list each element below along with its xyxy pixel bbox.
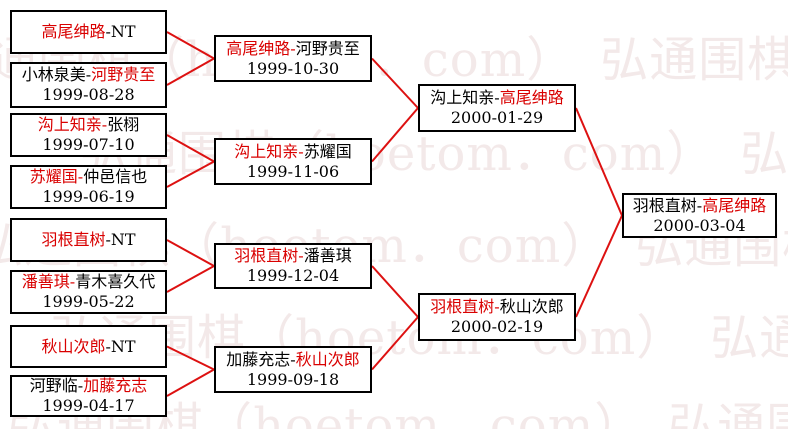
match-date: 1999-11-06 xyxy=(246,161,340,181)
bracket-connector-line xyxy=(371,316,419,371)
player-name: 加藤充志- xyxy=(226,349,296,369)
bracket-connector-line xyxy=(166,239,215,267)
winner-name: 沟上知亲- xyxy=(37,115,108,134)
match-date: 1999-12-04 xyxy=(246,266,340,285)
match-players: 苏耀国-仲邑信也 xyxy=(30,167,147,187)
winner-name: 苏耀国- xyxy=(29,167,84,186)
bracket-connector-line xyxy=(575,107,623,216)
winner-name: 羽根直树- xyxy=(234,246,304,265)
match-date: 2000-01-29 xyxy=(450,108,544,127)
player-name: 仲邑信也 xyxy=(83,167,148,186)
player-name: 潘善琪 xyxy=(303,246,352,265)
winner-name: 高尾绅路 xyxy=(499,88,564,107)
bracket-connector-line xyxy=(166,31,215,60)
bracket-connector-line xyxy=(166,345,215,371)
match-box-r1s1: 高尾绅路-NT xyxy=(10,10,167,54)
match-players: 潘善琪-青木喜久代 xyxy=(22,272,155,292)
player-name: 沟上知亲- xyxy=(430,88,500,107)
player-name: 河野临- xyxy=(29,376,84,395)
match-players: 羽根直树-潘善琪 xyxy=(234,246,351,266)
bracket-connector-line xyxy=(166,368,215,397)
bracket-connector-line xyxy=(371,107,419,163)
player-name: -NT xyxy=(105,22,136,41)
match-date: 1999-10-30 xyxy=(246,58,340,78)
bracket-connector-line xyxy=(371,265,419,318)
match-date: 2000-03-04 xyxy=(653,215,746,235)
match-date: 1999-04-17 xyxy=(42,396,135,415)
winner-name: 高尾绅路 xyxy=(41,22,106,41)
match-players: 秋山次郎-NT xyxy=(41,337,135,357)
match-date: 1999-07-10 xyxy=(42,135,135,154)
player-name: 小林泉美- xyxy=(21,65,92,84)
bracket-connector-line xyxy=(166,57,215,86)
player-name: 苏耀国 xyxy=(303,141,352,161)
match-box-r1s7: 秋山次郎-NT xyxy=(10,325,167,368)
match-date: 1999-06-19 xyxy=(42,187,135,206)
bracket-connector-line xyxy=(166,265,215,293)
match-players: 羽根直树-秋山次郎 xyxy=(430,297,563,317)
winner-name: 秋山次郎 xyxy=(41,336,106,356)
match-date: 1999-09-18 xyxy=(246,369,340,389)
bracket-connector-line xyxy=(166,134,215,163)
match-players: 沟上知亲-张栩 xyxy=(38,115,139,135)
winner-name: 羽根直树- xyxy=(430,297,500,316)
match-players: 羽根直树-高尾绅路 xyxy=(633,196,766,216)
winner-name: 加藤充志 xyxy=(83,376,148,395)
player-name: 河野贵至 xyxy=(295,38,360,58)
match-players: 高尾绅路-NT xyxy=(41,22,135,42)
winner-name: 河野贵至 xyxy=(91,65,156,84)
player-name: -NT xyxy=(105,230,136,249)
winner-name: 潘善琪- xyxy=(21,272,76,291)
match-date: 1999-05-22 xyxy=(42,292,135,311)
player-name: 秋山次郎 xyxy=(499,297,564,316)
match-players: 小林泉美-河野贵至 xyxy=(22,65,155,85)
match-players: 加藤充志-秋山次郎 xyxy=(226,350,359,370)
winner-name: 高尾绅路- xyxy=(226,38,296,58)
bracket-connector-line xyxy=(166,160,215,188)
winner-name: 秋山次郎 xyxy=(295,349,360,369)
match-date: 1999-08-28 xyxy=(42,85,135,104)
winner-name: 高尾绅路 xyxy=(702,195,767,215)
winner-name: 沟上知亲- xyxy=(234,141,304,161)
winner-name: 羽根直树 xyxy=(41,230,106,249)
match-players: 羽根直树-NT xyxy=(41,230,135,250)
match-players: 高尾绅路-河野贵至 xyxy=(226,39,359,59)
match-players: 沟上知亲-高尾绅路 xyxy=(430,88,563,108)
bracket-connector-line xyxy=(371,57,419,109)
bracket-connector-line xyxy=(575,215,623,318)
player-name: 张栩 xyxy=(107,115,140,134)
player-name: 羽根直树- xyxy=(632,195,703,215)
player-name: -NT xyxy=(105,336,136,356)
match-box-r1s5: 羽根直树-NT xyxy=(10,218,167,262)
match-players: 河野临-加藤充志 xyxy=(30,376,147,396)
player-name: 青木喜久代 xyxy=(75,272,156,291)
match-players: 沟上知亲-苏耀国 xyxy=(234,142,351,162)
match-date: 2000-02-19 xyxy=(450,317,544,336)
